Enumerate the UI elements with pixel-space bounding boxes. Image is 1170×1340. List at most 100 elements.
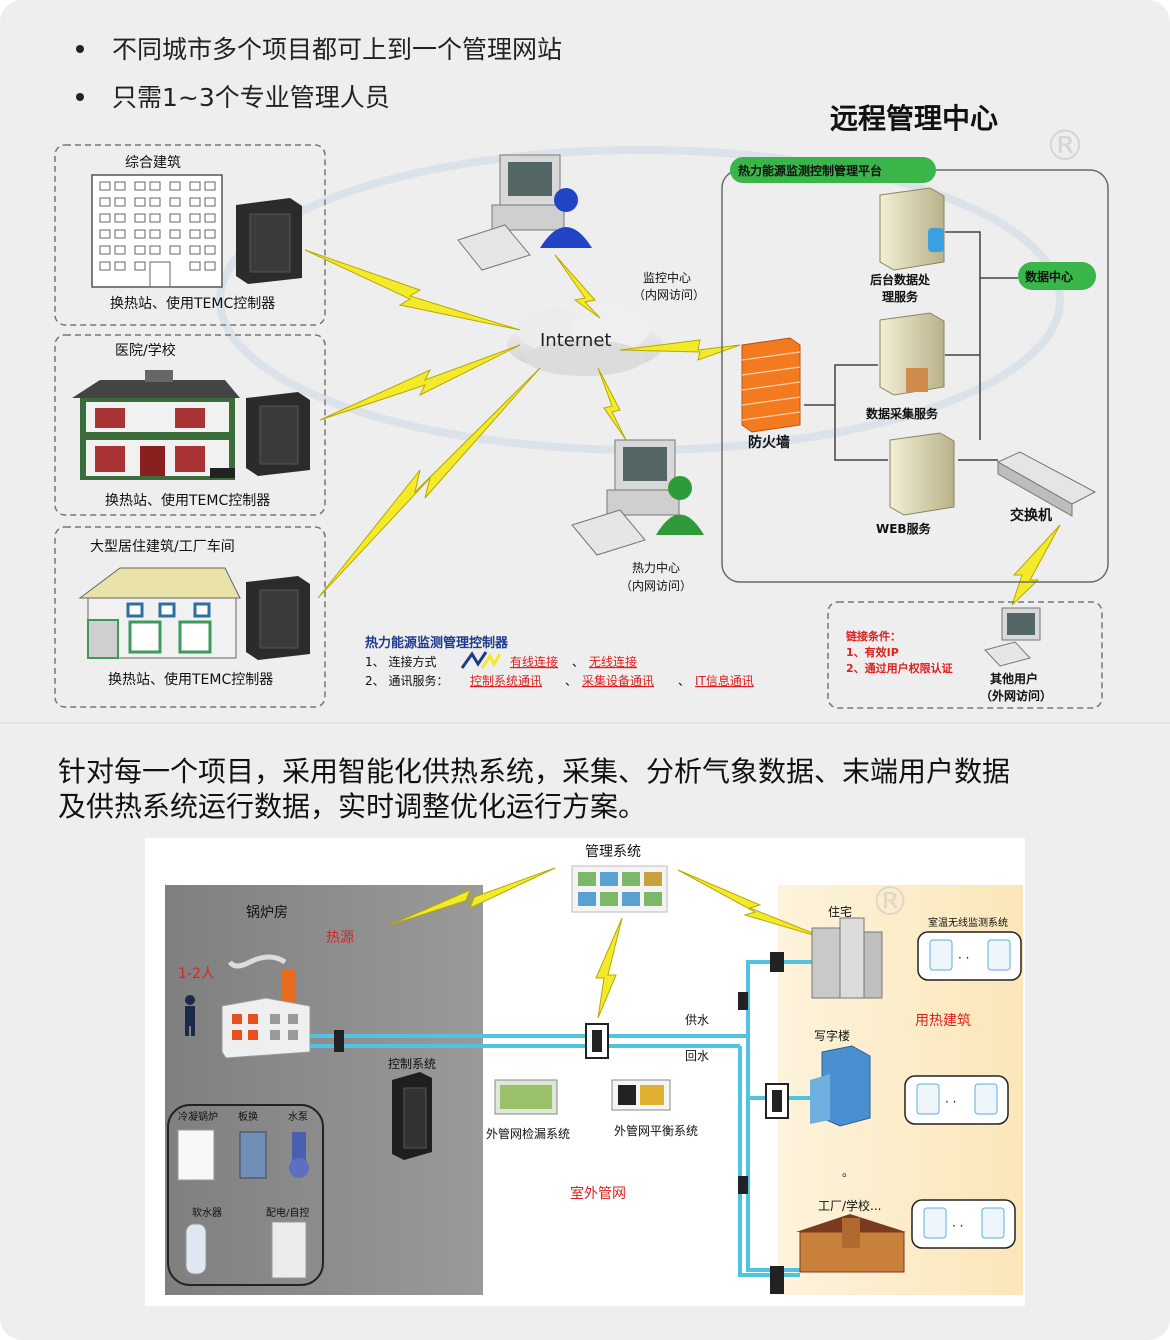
pipe-valve-icons [334, 952, 789, 1294]
heat-center-sublabel: （内网访问） [620, 579, 692, 593]
plate-exchanger-icon [239, 1131, 267, 1179]
residence-label: 住宅 [828, 904, 852, 919]
heat-center-label: 热力中心 [632, 560, 680, 575]
residence-tower-icon [811, 917, 883, 999]
leak-detection-icon [494, 1079, 558, 1115]
data-center-label: 数据中心 [1025, 269, 1073, 284]
room-temp-monitor-box: · · [911, 1199, 1016, 1249]
boiler-room-label: 锅炉房 [246, 905, 288, 921]
server-cabinet-icon [236, 198, 302, 284]
wireless-link-bolts [389, 867, 831, 1019]
device-label: 配电/自控 [266, 1206, 309, 1219]
mgmt-system-label: 管理系统 [585, 844, 641, 860]
conditions-title: 链接条件： [846, 629, 901, 643]
registered-mark: ® [870, 879, 910, 925]
device-label: 板换 [238, 1110, 258, 1123]
bullet-text: 不同城市多个项目都可上到一个管理网站 [112, 35, 562, 64]
site-name: 综合建筑 [125, 155, 181, 171]
outdoor-network-label: 室外管网 [570, 1185, 626, 1202]
room-temp-monitor-box: · · [917, 931, 1022, 981]
legend-separator: 、 [565, 674, 577, 688]
dot-mark: 。 [842, 1165, 854, 1179]
server-cabinet-icon [246, 392, 310, 476]
balance-system-label: 外管网平衡系统 [614, 1123, 698, 1138]
platform-banner [730, 157, 936, 183]
description-line: 针对每一个项目，采用智能化供热系统，采集、分析气象数据、末端用户数据 [58, 755, 1010, 788]
control-system-label: 控制系统 [388, 1057, 436, 1071]
legend-service: IT信息通讯 [695, 673, 754, 688]
operator-person-icon [185, 995, 195, 1036]
office-label: 写字楼 [814, 1028, 850, 1043]
section-divider [0, 722, 1170, 724]
room-temp-monitor-box: · · [904, 1075, 1009, 1125]
monitor-center-sublabel: （内网访问） [633, 288, 705, 302]
other-user-label: 其他用户 [990, 671, 1038, 686]
legend-link-icon [460, 651, 502, 669]
staff-label: 1-2人 [178, 966, 215, 982]
heat-center-workstation-icon [571, 439, 704, 556]
internet-label: Internet [540, 330, 611, 351]
pump-icon [289, 1132, 309, 1178]
other-user-sublabel: （外网访问） [980, 688, 1052, 703]
school-building-icon [72, 370, 240, 480]
description-line: 及供热系统运行数据，实时调整优化运行方案。 [58, 790, 646, 823]
heat-source-label: 热源 [326, 930, 354, 946]
backend-label: 理服务 [882, 289, 919, 304]
backend-label: 后台数据处 [870, 272, 931, 287]
site-box [54, 144, 326, 326]
mgmt-system-icon [571, 865, 668, 913]
firewall-label: 防火墙 [748, 434, 790, 451]
legend-service: 采集设备通讯 [582, 673, 654, 688]
condensing-boiler-icon [177, 1129, 215, 1181]
bullet-text: 只需1~3个专业管理人员 [112, 83, 390, 112]
boiler-factory-icon [221, 954, 311, 1059]
water-softener-icon [185, 1223, 207, 1275]
wireless-link-bolts [304, 249, 1061, 606]
heat-building-label: 用热建筑 [915, 1013, 971, 1029]
return-label: 回水 [685, 1049, 709, 1063]
office-building-icon [91, 174, 223, 288]
supply-label: 供水 [685, 1013, 709, 1027]
site-caption: 换热站、使用TEMC控制器 [110, 295, 275, 312]
legend-separator: 、 [572, 655, 584, 669]
switch-label: 交换机 [1010, 507, 1052, 524]
office-tower-icon [810, 1045, 871, 1127]
site-name: 医院/学校 [115, 342, 176, 359]
svg-text:· ·: · · [945, 1095, 956, 1109]
legend-separator: 、 [678, 674, 690, 688]
other-user-computer-icon [984, 607, 1041, 667]
server-cabinet-icon [246, 576, 310, 660]
school-building-icon [796, 1214, 906, 1273]
site-caption: 换热站、使用TEMC控制器 [108, 671, 273, 688]
heating-system-diagram: ® 锅炉房 热源 1-2人 管理系统 [145, 838, 1025, 1306]
web-server-icon [889, 432, 955, 516]
legend-title: 热力能源监测管理控制器 [365, 635, 509, 651]
legend-wired: 有线连接 [510, 654, 558, 669]
site-name: 大型居住建筑/工厂车间 [90, 538, 235, 555]
network-switch-icon [996, 451, 1097, 517]
platform-title: 热力能源监测控制管理平台 [738, 163, 882, 178]
electrical-panel-icon [271, 1221, 307, 1279]
leak-detection-label: 外管网检漏系统 [486, 1126, 570, 1141]
internet-cloud-icon [507, 304, 663, 376]
backend-server-icon [879, 187, 945, 271]
monitor-center-label: 监控中心 [643, 270, 691, 285]
device-label: 软水器 [192, 1206, 222, 1219]
control-cabinet-icon [392, 1072, 432, 1160]
other-user-box [827, 601, 1103, 709]
condition-item: 1、有效IP [846, 645, 899, 659]
platform-connectors [804, 231, 1018, 461]
monitor-workstation-icon [457, 154, 592, 271]
collection-server-icon [879, 312, 945, 396]
factory-label: 工厂/学校... [818, 1198, 882, 1213]
svg-text:· ·: · · [952, 1219, 963, 1233]
site-box [54, 526, 326, 708]
site-box [54, 334, 326, 516]
web-label: WEB服务 [876, 521, 932, 536]
balance-system-icon [611, 1079, 671, 1111]
device-group-box [167, 1104, 324, 1286]
registered-mark: ® [1044, 121, 1086, 170]
residential-house-icon [78, 567, 241, 659]
